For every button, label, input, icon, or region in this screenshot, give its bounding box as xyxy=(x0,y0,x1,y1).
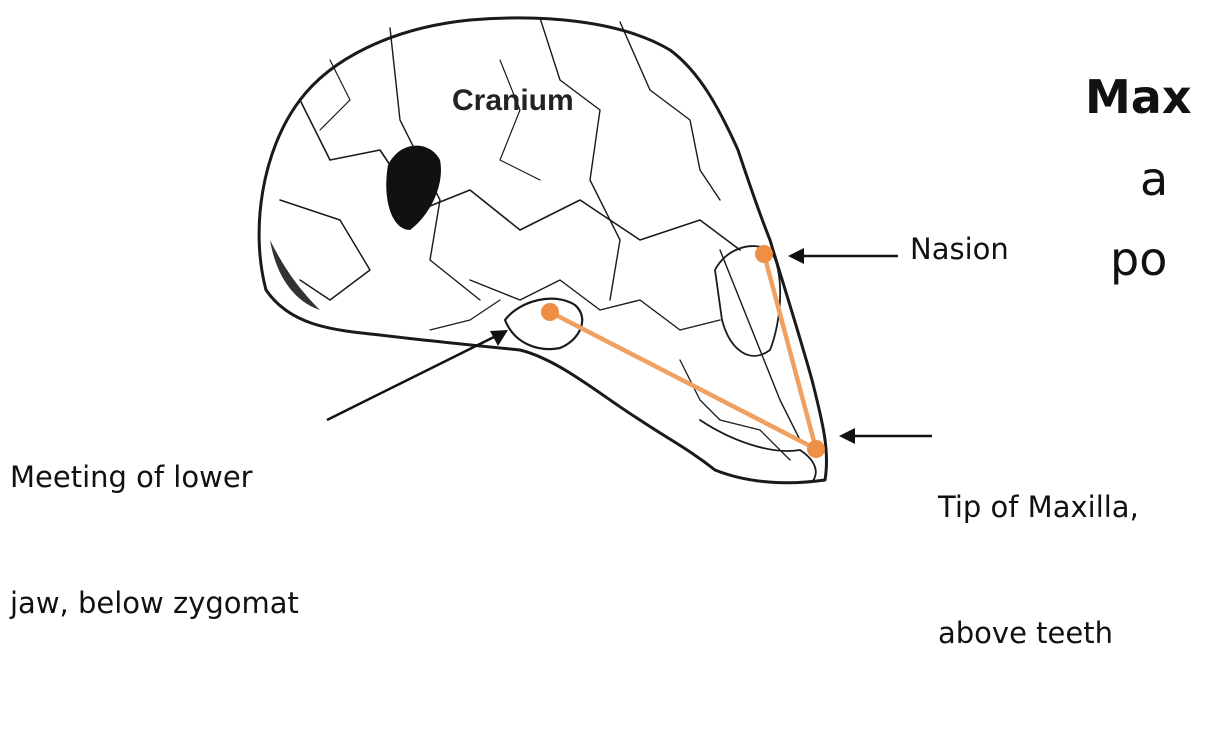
maxilla-tip-label: Tip of Maxilla, above teeth xyxy=(938,402,1139,738)
measurement-lines xyxy=(550,254,816,449)
jaw-meeting-point xyxy=(541,303,559,321)
diagram-stage: Cranium Nasion Meeting of lower jaw, bel… xyxy=(0,0,1216,497)
meeting-arrow-shaft xyxy=(327,334,500,420)
maxilla-tip-point xyxy=(807,440,825,458)
cranium-label: Cranium xyxy=(452,84,574,118)
temporal-shadow xyxy=(386,146,441,230)
nasion-arrow-head xyxy=(788,248,804,264)
maxilla-tip-label-line1: Tip of Maxilla, xyxy=(938,486,1139,528)
skull-crack xyxy=(430,300,500,330)
jaw-meeting-label-line1: Meeting of lower xyxy=(10,456,299,498)
maxilla-tip-label-line2: above teeth xyxy=(938,612,1139,654)
skull-crack xyxy=(540,18,620,300)
nasion-label: Nasion xyxy=(910,232,1009,266)
nasion-point xyxy=(755,245,773,263)
skull-shadow xyxy=(270,240,320,310)
tip-arrow-head xyxy=(839,428,855,444)
skull-crack xyxy=(470,280,720,330)
skull-crack xyxy=(300,100,740,250)
jaw-meeting-label-line2: jaw, below zygomat xyxy=(10,582,299,624)
skull-crack xyxy=(680,360,790,460)
skull-crack xyxy=(500,60,540,180)
title-fragment-1: Max xyxy=(1085,70,1192,124)
jaw-meeting-label: Meeting of lower jaw, below zygomat xyxy=(10,372,299,708)
title-fragment-3: po xyxy=(1110,232,1167,286)
title-fragment-2: a xyxy=(1140,152,1168,206)
skull-crack xyxy=(320,60,350,130)
